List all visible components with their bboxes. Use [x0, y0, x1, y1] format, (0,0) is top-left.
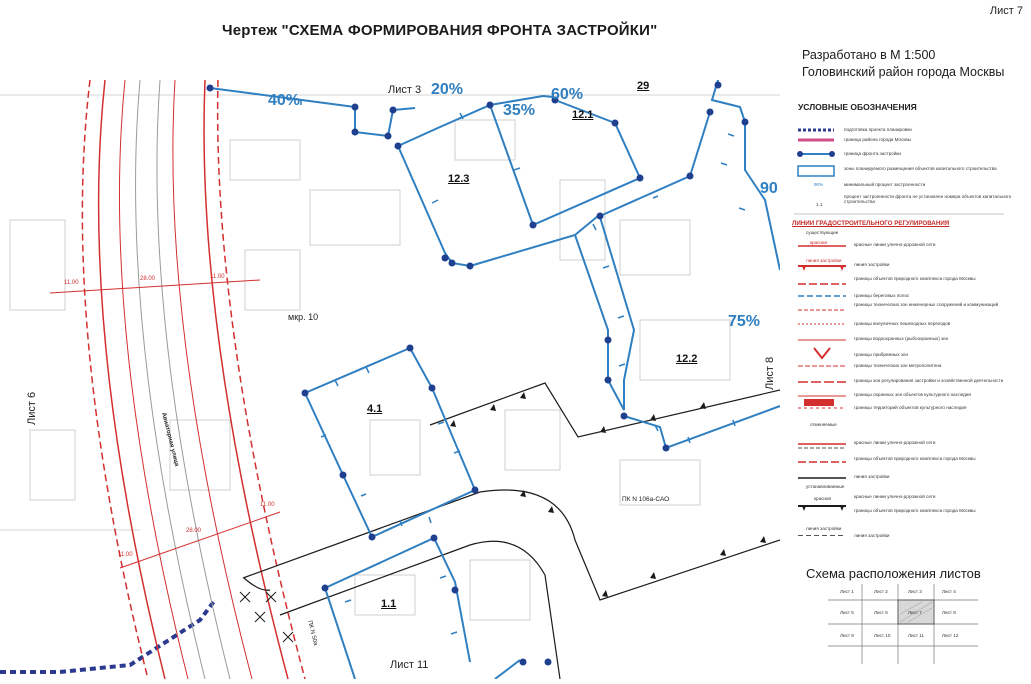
legend-sub: линия застройки — [806, 526, 842, 531]
layout-cell[interactable]: Лист 10 — [874, 633, 891, 638]
legend-line-label: границы зон регулирования застройки и хо… — [854, 378, 1004, 383]
legend-line-label: границы береговых полос — [854, 293, 910, 298]
legend-line-label: границы прибрежных зон — [854, 352, 909, 357]
layout-scheme-title: Схема расположения листов — [806, 566, 981, 581]
legend-header: УСЛОВНЫЕ ОБОЗНАЧЕНИЯ — [798, 102, 917, 112]
percent-label: 20% — [431, 81, 464, 98]
dimension-label: 11.00 — [118, 552, 133, 558]
block-label[interactable]: 4.1 — [367, 403, 383, 415]
cross-marks — [239, 591, 294, 643]
map-svg — [0, 79, 781, 680]
legend-symbols — [794, 128, 1004, 536]
legend-line-label: границы объектов природного комплекса го… — [854, 508, 976, 513]
block-label[interactable]: 12.2 — [676, 353, 698, 365]
legend-line-label: красные линии улично-дорожной сети — [854, 494, 936, 499]
block-label[interactable]: 1.1 — [381, 598, 397, 610]
legend-section-header: ЛИНИИ ГРАДОСТРОИТЕЛЬНОГО РЕГУЛИРОВАНИЯ — [792, 220, 950, 227]
red-road-lines — [81, 79, 306, 680]
layout-cell[interactable]: Лист 3 — [908, 589, 922, 594]
building-lines — [242, 382, 781, 680]
dimension-lines — [49, 279, 281, 569]
legend-line-label: границы территорий объектов культурного … — [854, 405, 967, 410]
dimension-label: 28.00 — [140, 276, 156, 282]
legend-panel: УСЛОВНЫЕ ОБОЗНАЧЕНИЯ подг — [784, 96, 1024, 538]
layout-cell[interactable]: Лист 12 — [942, 633, 959, 638]
dimension-label: 28.00 — [186, 528, 202, 534]
dimension-label: 11.00 — [64, 280, 79, 286]
legend-sub: линия застройки — [806, 258, 842, 263]
front-ticks — [300, 99, 746, 635]
legend-item-label: подготовка проекта планировки — [844, 127, 912, 132]
legend-sub: красная — [814, 496, 831, 501]
layout-cell[interactable]: Лист 7 — [908, 610, 922, 615]
layout-cell[interactable]: Лист 11 — [908, 633, 925, 638]
dimension-label: 11.00 — [260, 502, 275, 508]
legend-sub: существующие — [806, 230, 839, 235]
layout-cell[interactable]: Лист 5 — [840, 610, 854, 615]
legend-line-label: линия застройки — [854, 533, 890, 538]
percent-label: 60% — [551, 86, 584, 103]
percent-label: 40% — [268, 92, 301, 109]
district-label: мкр. 10 — [288, 312, 319, 322]
legend-line-label: границы водоохранных (рыбоохранных) зон — [854, 336, 949, 341]
legend-item-label: зоны планируемого размещения объектов ка… — [844, 166, 997, 171]
sheet-number: Лист 7 — [989, 5, 1023, 17]
sheet-ref-right[interactable]: Лист 8 — [764, 356, 776, 390]
block-label[interactable]: 12.3 — [448, 173, 470, 185]
legend-line-label: границы технических зон метрополитена — [854, 363, 942, 368]
legend-line-label: красные линии улично-дорожной сети — [854, 242, 936, 247]
layout-cell[interactable]: Лист 6 — [874, 610, 888, 615]
district-border — [0, 598, 217, 674]
legend-sample-percent: 90% — [814, 182, 824, 187]
layout-cell[interactable]: Лист 4 — [942, 589, 956, 594]
legend-line-label: границы внеуличных пешеходных переходов — [854, 321, 951, 326]
legend-sub: красная — [810, 240, 827, 245]
sheet-ref-left[interactable]: Лист 6 — [26, 391, 38, 425]
percent-label: 75% — [728, 313, 761, 330]
layout-cell[interactable]: Лист 9 — [840, 633, 854, 638]
base-map — [0, 94, 780, 621]
legend-item-label: процент застроенности фронта не установл… — [844, 194, 1012, 205]
layout-scheme-grid[interactable]: Лист 1 Лист 2 Лист 3 Лист 4 Лист 5 Лист … — [828, 584, 978, 669]
legend-line-label: линия застройки — [854, 262, 890, 267]
block-label[interactable]: 29 — [637, 80, 650, 92]
legend-line-label: границы охранных зон объектов культурног… — [854, 392, 971, 397]
road-edges — [135, 79, 231, 680]
legend-item-label: граница фронта застройки — [844, 151, 901, 156]
legend-sample-number: 1.1 — [816, 202, 823, 207]
percent-label: 90 — [760, 180, 778, 197]
legend-line-label: границы объектов природного комплекса го… — [854, 276, 976, 281]
percent-label: 35% — [503, 102, 536, 119]
legend-item-label: минимальный процент застроенности — [844, 182, 926, 187]
legend-item-label: граница района города Москвы — [844, 137, 912, 142]
legend-line-label: границы технических зон инженерных соору… — [854, 302, 999, 307]
line-markers — [450, 392, 766, 597]
layout-cell[interactable]: Лист 2 — [874, 589, 888, 594]
legend-line-label: границы объектов природного комплекса го… — [854, 456, 976, 461]
legend-line-label: линия застройки — [854, 474, 890, 479]
sheet-ref-top[interactable]: Лист 3 — [388, 84, 422, 96]
legend-sub: отменяемые — [810, 422, 837, 427]
front-nodes — [206, 81, 749, 666]
scale-text: Разработано в М 1:500 — [802, 48, 936, 62]
legend-line-label: красные линии улично-дорожной сети — [854, 440, 936, 445]
dimension-label: 11.00 — [210, 274, 225, 280]
layout-cell[interactable]: Лист 8 — [942, 610, 956, 615]
layout-cell[interactable]: Лист 1 — [840, 589, 854, 594]
pk-label: ПК N 106а-САО — [622, 496, 670, 503]
legend-sub: устанавливаемые — [806, 484, 845, 489]
block-label[interactable]: 12.1 — [572, 109, 594, 121]
sheet-ref-bottom[interactable]: Лист 11 — [390, 659, 429, 671]
map-canvas[interactable]: Лист 3 Лист 11 Лист 6 Лист 8 40% 20% 35%… — [0, 79, 781, 680]
district-text: Головинский район города Москвы — [802, 65, 1005, 79]
drawing-title: Чертеж "СХЕМА ФОРМИРОВАНИЯ ФРОНТА ЗАСТРО… — [222, 22, 658, 39]
